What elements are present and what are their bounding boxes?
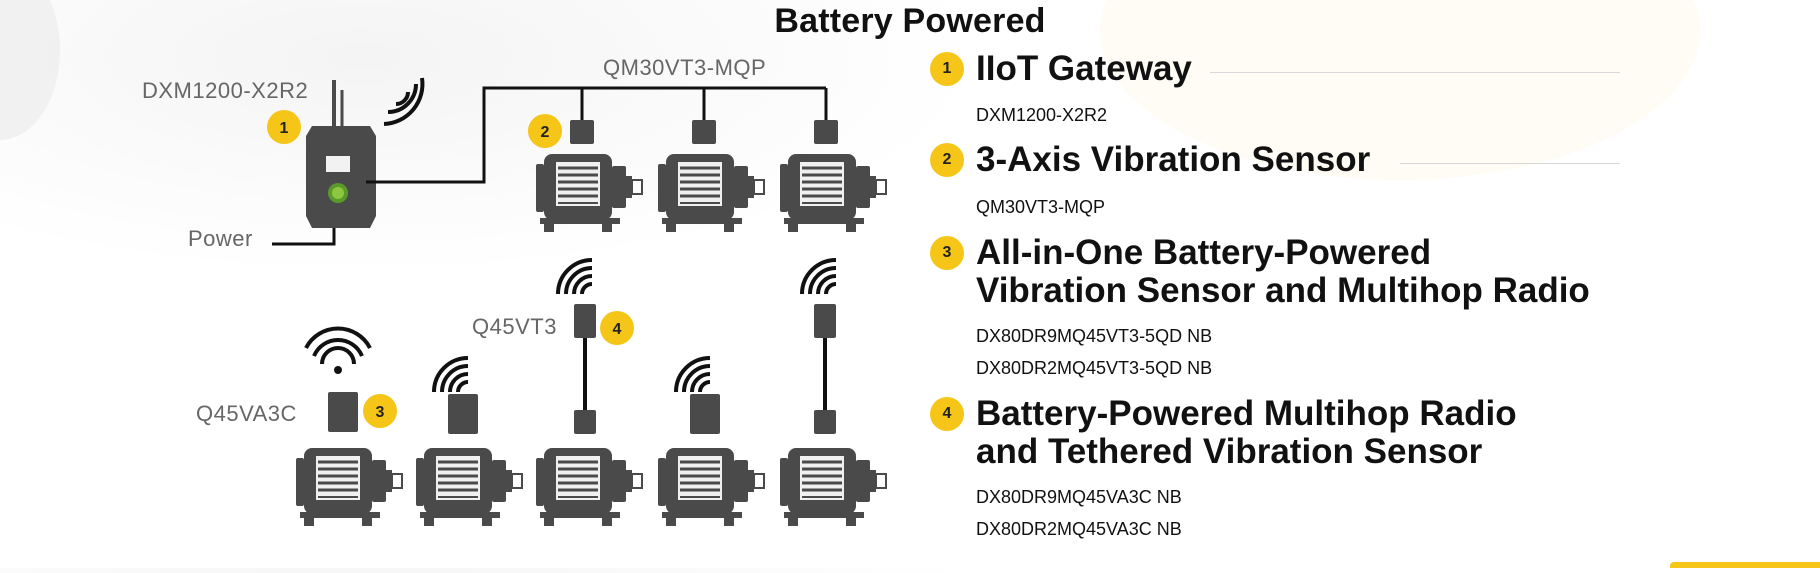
motor xyxy=(656,446,766,528)
motor xyxy=(778,152,888,234)
power-label: Power xyxy=(188,226,253,251)
item-title-line-2: Vibration Sensor and Multihop Radio xyxy=(976,271,1590,310)
model-number: DX80DR2MQ45VT3-5QD NB xyxy=(976,358,1213,378)
sensor-bus-wire xyxy=(366,86,826,184)
allinone-sensor xyxy=(328,392,358,432)
diagram-badge-2: 2 xyxy=(528,114,562,148)
legend-badge: 3 xyxy=(930,236,964,270)
item-title-line-1: All-in-One Battery-Powered xyxy=(976,233,1432,272)
svg-text:1: 1 xyxy=(280,120,289,137)
diagram-canvas: 1 2 3 4 xyxy=(267,77,888,528)
wireless-icon xyxy=(674,356,712,394)
tethered-radio xyxy=(814,304,836,338)
model-number: DX80DR9MQ45VT3-5QD NB xyxy=(976,326,1213,346)
wired-sensor xyxy=(570,120,594,144)
legend: 1 IIoT Gateway DXM1200-X2R2 2 3-Axis Vib… xyxy=(930,0,1820,568)
gateway-label: DXM1200-X2R2 xyxy=(142,78,309,103)
power-wire xyxy=(272,228,336,246)
accent-bar xyxy=(1670,562,1820,568)
motor xyxy=(534,152,644,234)
model-number: DX80DR2MQ45VA3C NB xyxy=(976,519,1182,539)
motor xyxy=(778,446,888,528)
gateway-device xyxy=(306,80,376,228)
wireless-icon xyxy=(800,258,838,296)
allinone-sensor xyxy=(448,394,478,434)
network-diagram: 1 2 3 4 DXM1200-X2R2 Power QM30VT3-MQP Q… xyxy=(142,55,888,528)
model-number: DX80DR9MQ45VA3C NB xyxy=(976,487,1182,507)
item-title-line-1: Battery-Powered Multihop Radio xyxy=(976,394,1517,433)
diagram-badge-3: 3 xyxy=(363,394,397,428)
wireless-icon xyxy=(556,258,594,296)
wireless-icon xyxy=(432,356,470,394)
tethered-sensor xyxy=(814,410,836,434)
legend-badge: 2 xyxy=(930,143,964,177)
item-title: 3-Axis Vibration Sensor xyxy=(976,140,1371,179)
svg-text:3: 3 xyxy=(376,404,385,421)
diagram-badge-1: 1 xyxy=(267,110,301,144)
tethered-radio xyxy=(574,304,596,338)
motor xyxy=(414,446,524,528)
legend-badge: 1 xyxy=(930,52,964,86)
svg-text:2: 2 xyxy=(541,124,550,141)
model-number: DXM1200-X2R2 xyxy=(976,105,1108,125)
divider xyxy=(1400,163,1620,164)
page-title: Battery Powered xyxy=(774,2,1046,40)
item-title: IIoT Gateway xyxy=(976,49,1192,88)
motor xyxy=(534,446,644,528)
motor xyxy=(656,152,766,234)
divider xyxy=(1210,72,1620,73)
model-number: QM30VT3-MQP xyxy=(976,197,1106,217)
legend-badge: 4 xyxy=(930,397,964,431)
wired-sensor xyxy=(692,120,716,144)
allinone-sensor xyxy=(690,394,720,434)
item-title-line-2: and Tethered Vibration Sensor xyxy=(976,432,1483,471)
diagram-badge-4: 4 xyxy=(600,311,634,345)
wired-sensor-label: QM30VT3-MQP xyxy=(603,55,767,80)
wired-sensor xyxy=(814,120,838,144)
motor xyxy=(294,446,404,528)
svg-text:4: 4 xyxy=(613,321,622,338)
wireless-icon xyxy=(304,326,372,374)
allinone-sensor-label: Q45VA3C xyxy=(196,401,297,426)
tethered-sensor-label: Q45VT3 xyxy=(472,314,557,339)
tethered-sensor xyxy=(574,410,596,434)
gateway-wireless-icon xyxy=(383,77,425,126)
